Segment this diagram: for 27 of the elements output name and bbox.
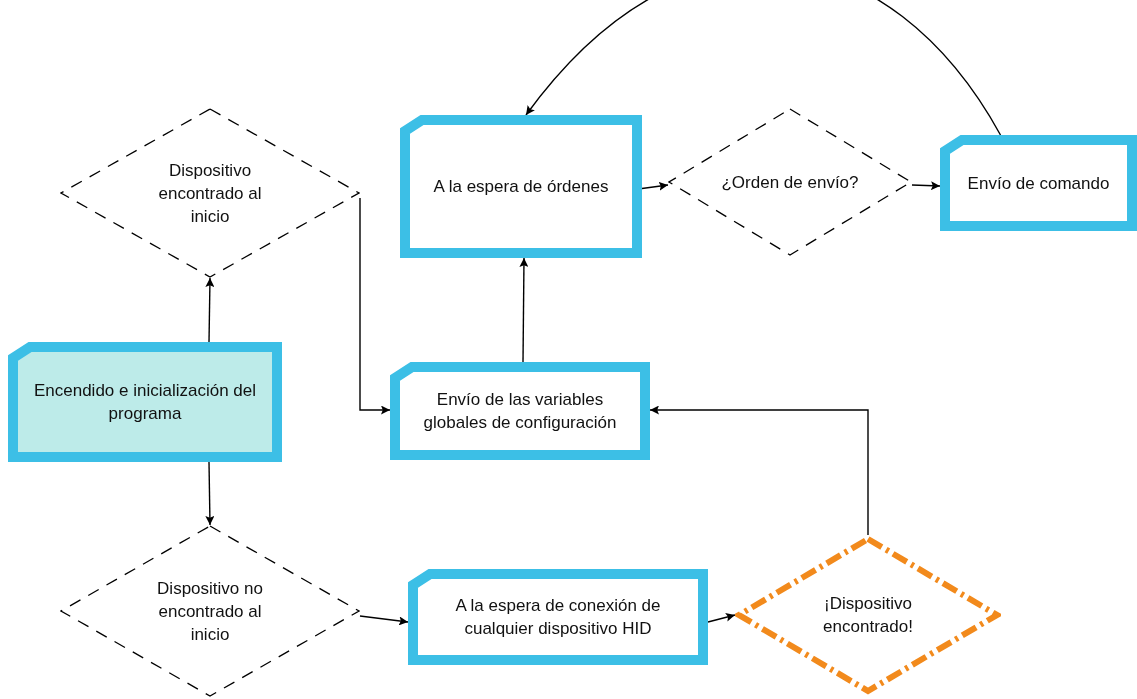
decision-diamond [735, 535, 1001, 695]
arrow [359, 615, 409, 626]
decision-diamond [60, 108, 360, 278]
arrow [205, 461, 215, 526]
node-text: Dispositivo no encontrado al inicio [156, 577, 264, 646]
arrow [649, 405, 869, 536]
node-text: Envío de comando [967, 172, 1110, 195]
process-box [940, 135, 1137, 231]
arrow [205, 277, 215, 343]
process-box [400, 115, 642, 258]
node-text: Envío de las variables globales de configuración [422, 389, 618, 434]
process-box [390, 362, 650, 460]
arrow [641, 181, 669, 191]
arrow [519, 257, 529, 363]
node-text: A la espera de conexión de cualquier dispositivo HID [454, 595, 662, 640]
node-text: Encendido e inicialización del programa [32, 380, 258, 425]
node-text: ¡Dispositivo encontrado! [822, 593, 914, 638]
arrow [525, 0, 1002, 136]
node-text: ¿Orden de envío? [721, 171, 859, 194]
arrow [359, 197, 391, 415]
node-text: A la espera de órdenes [433, 176, 609, 198]
process-box [408, 569, 708, 665]
process-box [8, 342, 282, 462]
arrow [707, 612, 736, 623]
decision-diamond [60, 525, 360, 697]
arrow [911, 181, 941, 191]
node-text: Dispositivo encontrado al inicio [157, 159, 263, 228]
